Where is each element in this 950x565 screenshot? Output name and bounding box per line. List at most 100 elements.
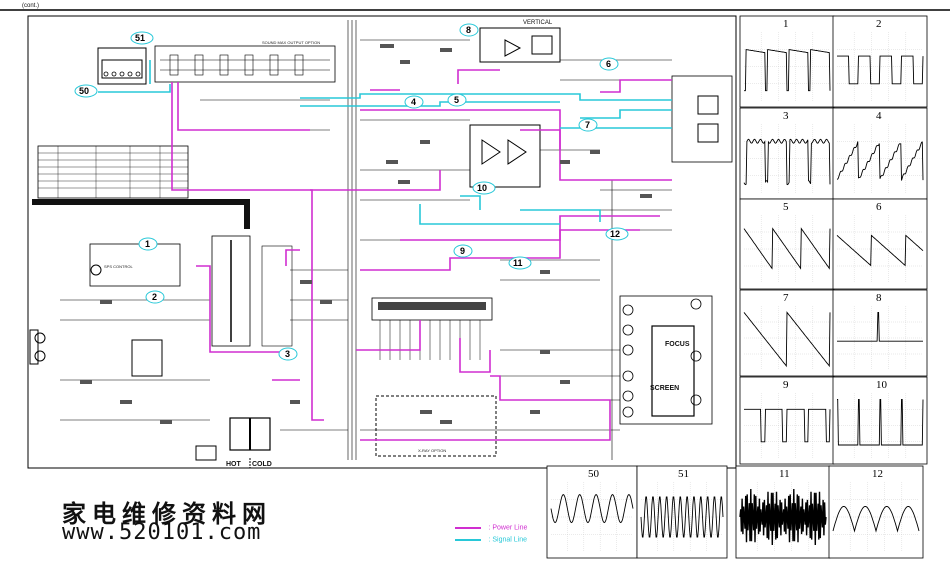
waveform-panel-5: 5 bbox=[739, 198, 835, 290]
svg-text:50: 50 bbox=[79, 86, 89, 96]
waveform-trace-5 bbox=[743, 227, 831, 270]
signal-lines bbox=[98, 60, 672, 225]
waveform-grid-8 bbox=[837, 306, 923, 370]
svg-text:2: 2 bbox=[152, 292, 157, 302]
callout-1: 1 bbox=[138, 237, 158, 251]
waveform-trace-50 bbox=[550, 494, 634, 524]
focus-label: FOCUS bbox=[665, 341, 690, 348]
sound-max-output-row: SOUND MAX OUTPUT OPTION bbox=[154, 40, 336, 83]
waveform-panel-4: 4 bbox=[832, 107, 928, 200]
callout-5: 5 bbox=[447, 93, 467, 107]
waveform-panel-11: 11 bbox=[735, 465, 831, 559]
waveform-trace-51 bbox=[640, 496, 724, 538]
svg-text:4: 4 bbox=[411, 97, 416, 107]
svg-text:10: 10 bbox=[477, 183, 487, 193]
svg-text:8: 8 bbox=[466, 25, 471, 35]
waveform-panel-9: 9 bbox=[739, 376, 835, 465]
waveform-label-1: 1 bbox=[783, 18, 789, 30]
waveform-panel-7: 7 bbox=[739, 289, 835, 377]
legend-power: : Power Line bbox=[455, 519, 527, 537]
legend-power-swatch bbox=[455, 526, 481, 529]
cold-label: COLD bbox=[252, 461, 272, 468]
callout-4: 4 bbox=[404, 95, 424, 109]
page-label: (cont.) bbox=[22, 3, 39, 9]
waveform-panel-3: 3 bbox=[739, 107, 835, 200]
waveform-trace-12 bbox=[832, 506, 920, 533]
sound-max-table bbox=[37, 145, 189, 199]
svg-text:7: 7 bbox=[585, 120, 590, 130]
legend-signal: : Signal Line bbox=[455, 531, 527, 549]
connector-block bbox=[97, 47, 147, 85]
callout-7: 7 bbox=[578, 118, 598, 132]
waveform-panel-6: 6 bbox=[832, 198, 928, 290]
watermark-chinese: 家电维修资料网 bbox=[62, 499, 272, 528]
legend-signal-label: : Signal Line bbox=[488, 536, 527, 544]
waveform-label-12: 12 bbox=[872, 468, 883, 480]
xray-option-box: X-RAY OPTION bbox=[375, 395, 497, 457]
callout-10: 10 bbox=[472, 181, 496, 195]
waveform-label-50: 50 bbox=[588, 468, 600, 480]
svg-text:51: 51 bbox=[135, 33, 145, 43]
waveform-trace-8 bbox=[837, 311, 923, 342]
waveform-grid-7 bbox=[744, 306, 830, 370]
waveform-trace-3 bbox=[743, 138, 831, 186]
callout-50: 50 bbox=[74, 84, 98, 98]
xray-label: X-RAY OPTION bbox=[418, 448, 446, 453]
waveform-trace-11 bbox=[739, 488, 827, 546]
waveform-label-7: 7 bbox=[783, 292, 789, 304]
waveform-trace-10 bbox=[837, 399, 924, 446]
waveform-label-8: 8 bbox=[876, 292, 882, 304]
waveform-panel-50: 50 bbox=[546, 465, 638, 559]
waveform-trace-7 bbox=[743, 311, 831, 368]
callout-8: 8 bbox=[459, 23, 479, 37]
callout-2: 2 bbox=[145, 290, 165, 304]
svg-text:11: 11 bbox=[513, 258, 523, 268]
sps-control: SPS CONTROL bbox=[89, 243, 181, 287]
main-ic-pins bbox=[371, 297, 493, 360]
schematic-area: SOUND MAX OUTPUT OPTION bbox=[27, 15, 737, 469]
callout-51: 51 bbox=[130, 31, 154, 45]
callout-11: 11 bbox=[508, 256, 532, 270]
power-lines bbox=[171, 69, 672, 441]
callout-12: 12 bbox=[605, 227, 629, 241]
hot-label: HOT bbox=[226, 461, 242, 468]
waveform-panel-1: 1 bbox=[739, 15, 835, 108]
waveform-label-11: 11 bbox=[779, 468, 790, 480]
waveform-trace-9 bbox=[744, 408, 831, 443]
svg-text:1: 1 bbox=[145, 239, 150, 249]
vertical-ic: VERTICAL bbox=[479, 20, 561, 63]
waveform-label-51: 51 bbox=[678, 468, 689, 480]
component-texture bbox=[80, 44, 652, 424]
callout-3: 3 bbox=[278, 347, 298, 361]
svg-text:12: 12 bbox=[610, 229, 620, 239]
waveform-trace-1 bbox=[744, 49, 831, 92]
svg-text:6: 6 bbox=[606, 59, 611, 69]
waveform-panel-2: 2 bbox=[832, 15, 928, 108]
waveform-label-9: 9 bbox=[783, 379, 789, 391]
watermark-url: www.520101.com bbox=[62, 520, 262, 545]
input-section bbox=[29, 329, 163, 377]
legend-signal-swatch bbox=[455, 538, 481, 541]
waveform-label-5: 5 bbox=[783, 201, 789, 213]
flyback-transformer: FOCUS SCREEN bbox=[619, 295, 713, 425]
waveform-panel-10: 10 bbox=[832, 376, 928, 465]
callout-6: 6 bbox=[599, 57, 619, 71]
callouts: 1 2 3 4 5 6 7 8 9 10 11 12 50 51 bbox=[74, 23, 629, 361]
waveform-trace-6 bbox=[836, 234, 924, 267]
waveform-label-3: 3 bbox=[783, 110, 789, 122]
waveform-panel-12: 12 bbox=[828, 465, 924, 559]
power-transformer bbox=[211, 235, 293, 347]
sound-max-label: SOUND MAX OUTPUT OPTION bbox=[262, 40, 320, 45]
deflection-yoke bbox=[671, 75, 733, 163]
waveform-label-10: 10 bbox=[876, 379, 888, 391]
svg-text:5: 5 bbox=[454, 95, 459, 105]
waveform-trace-4 bbox=[837, 141, 924, 181]
sps-control-label: SPS CONTROL bbox=[104, 264, 133, 269]
waveform-grid-50 bbox=[551, 482, 633, 552]
waveform-trace-2 bbox=[837, 55, 924, 85]
legend-power-label: : Power Line bbox=[488, 524, 528, 532]
waveform-label-6: 6 bbox=[876, 201, 882, 213]
svg-text:9: 9 bbox=[460, 246, 465, 256]
